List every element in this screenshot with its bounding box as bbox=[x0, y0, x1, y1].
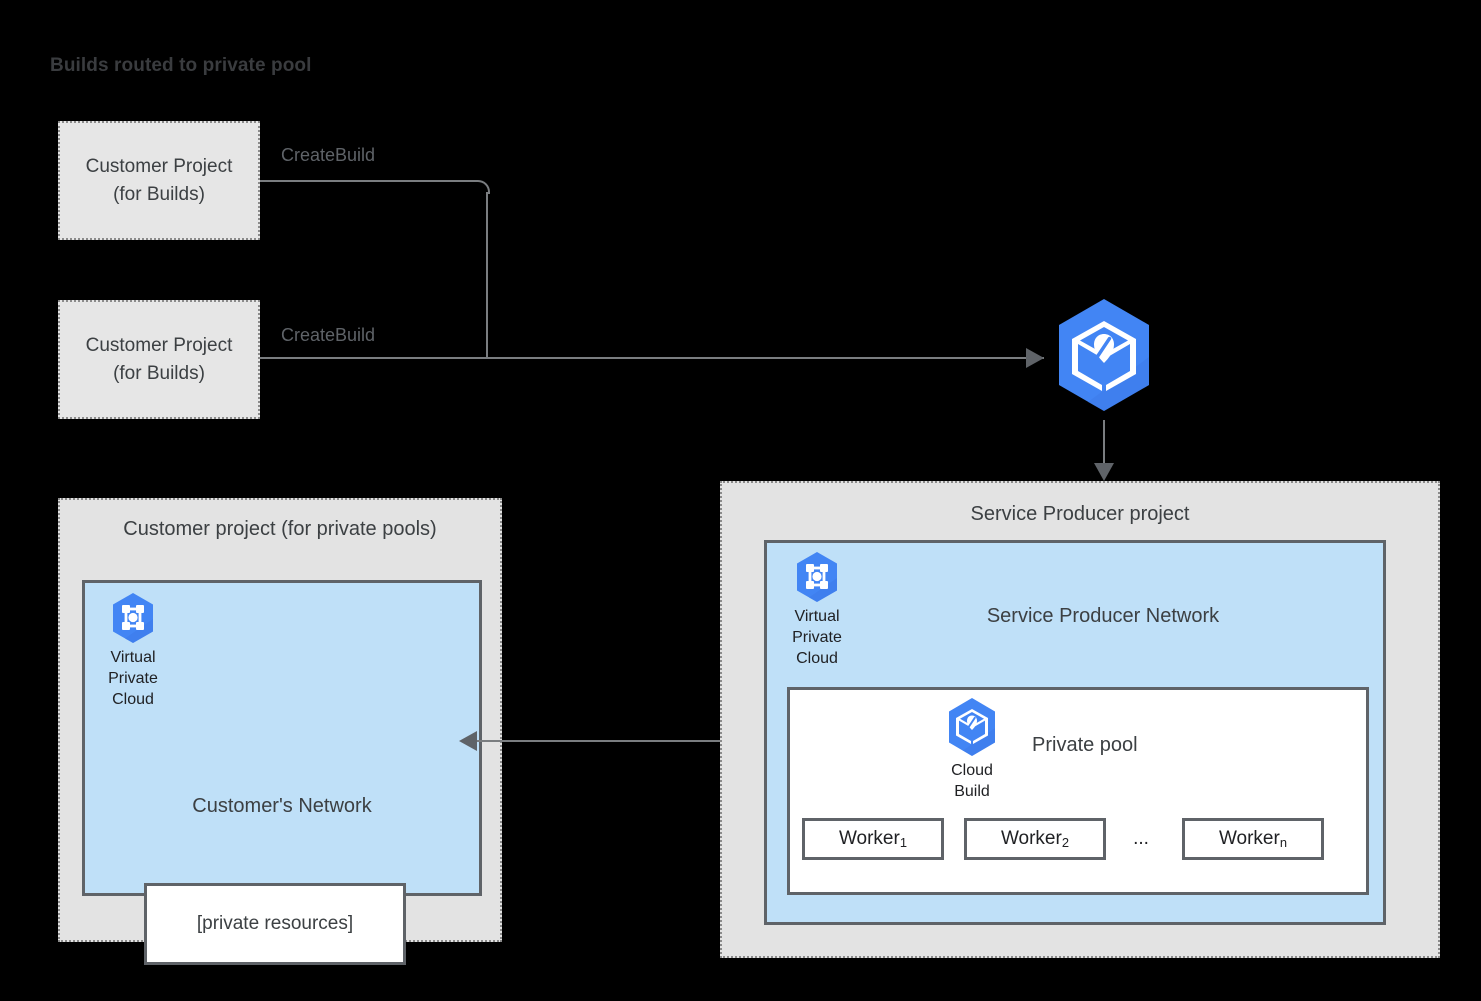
customer-build-project-2[interactable]: Customer Project (for Builds) bbox=[58, 300, 260, 419]
label-line-1: Customer Project bbox=[85, 155, 233, 177]
arrowhead-to-service-producer bbox=[1094, 463, 1114, 481]
customer-build-project-1[interactable]: Customer Project (for Builds) bbox=[58, 121, 260, 240]
private-resources-label: [private resources] bbox=[196, 913, 354, 934]
cloud-build-icon bbox=[1059, 299, 1149, 411]
cloud-build-icon-caption: Cloud Build bbox=[951, 762, 993, 801]
connector-1-horizontal bbox=[260, 180, 478, 182]
arrowhead-to-cloud-build bbox=[1026, 348, 1044, 368]
virtual-private-cloud-icon bbox=[797, 552, 837, 602]
worker-2-name: Worker bbox=[1000, 828, 1062, 849]
connector-3-vertical bbox=[1103, 420, 1105, 465]
vpc-icon-caption-customer: Virtual Private Cloud bbox=[108, 649, 158, 709]
edge-label-createbuild-2: CreateBuild bbox=[281, 325, 376, 345]
cloud-build-icon-stack: Cloud Build bbox=[936, 696, 1008, 802]
customers-network-box[interactable]: Virtual Private Cloud Customer's Network… bbox=[82, 580, 482, 965]
cloud-build-service-icon-wrapper[interactable] bbox=[1044, 295, 1164, 415]
network-peering-line bbox=[477, 740, 759, 742]
vpc-icon-stack-customer: Virtual Private Cloud bbox=[97, 591, 169, 710]
virtual-private-cloud-icon bbox=[113, 593, 153, 643]
label-line-2: (for Builds) bbox=[113, 362, 205, 384]
connector-2-horizontal bbox=[260, 357, 1044, 359]
customers-network-title: Customer's Network bbox=[192, 795, 372, 817]
customer-build-project-2-label: Customer Project (for Builds) bbox=[86, 332, 233, 387]
customer-private-pools-project-title: Customer project (for private pools) bbox=[123, 518, 437, 540]
worker-2-subscript: 2 bbox=[1061, 835, 1070, 851]
label-line-1: Customer Project bbox=[85, 334, 233, 356]
worker-ellipsis: ... bbox=[1133, 828, 1149, 849]
connector-1-corner bbox=[476, 180, 490, 194]
connector-1-vertical bbox=[486, 192, 488, 359]
service-producer-network-title: Service Producer Network bbox=[986, 605, 1220, 627]
service-producer-project-title: Service Producer project bbox=[970, 503, 1190, 525]
cloud-build-icon bbox=[949, 698, 995, 756]
worker-1-subscript: 1 bbox=[899, 835, 908, 851]
worker-n-subscript: n bbox=[1279, 835, 1288, 851]
edge-label-createbuild-1: CreateBuild bbox=[281, 145, 376, 165]
label-line-2: (for Builds) bbox=[113, 183, 205, 205]
service-producer-network-box[interactable]: Virtual Private Cloud Service Producer N… bbox=[764, 540, 1386, 925]
customer-build-project-1-label: Customer Project (for Builds) bbox=[86, 153, 233, 208]
page-title: Builds routed to private pool bbox=[50, 55, 312, 76]
vpc-icon-stack-producer: Virtual Private Cloud bbox=[781, 550, 853, 669]
service-producer-project[interactable]: Service Producer project bbox=[720, 481, 1440, 958]
customer-private-pools-project[interactable]: Customer project (for private pools) bbox=[58, 498, 502, 965]
worker-1-name: Worker bbox=[838, 828, 900, 849]
worker-n-name: Worker bbox=[1218, 828, 1280, 849]
arrowhead-peering-left bbox=[459, 731, 477, 751]
private-resources-box[interactable]: [private resources] bbox=[144, 883, 406, 965]
private-pool-label: Private pool bbox=[1032, 734, 1138, 756]
vpc-icon-caption-producer: Virtual Private Cloud bbox=[792, 608, 842, 668]
